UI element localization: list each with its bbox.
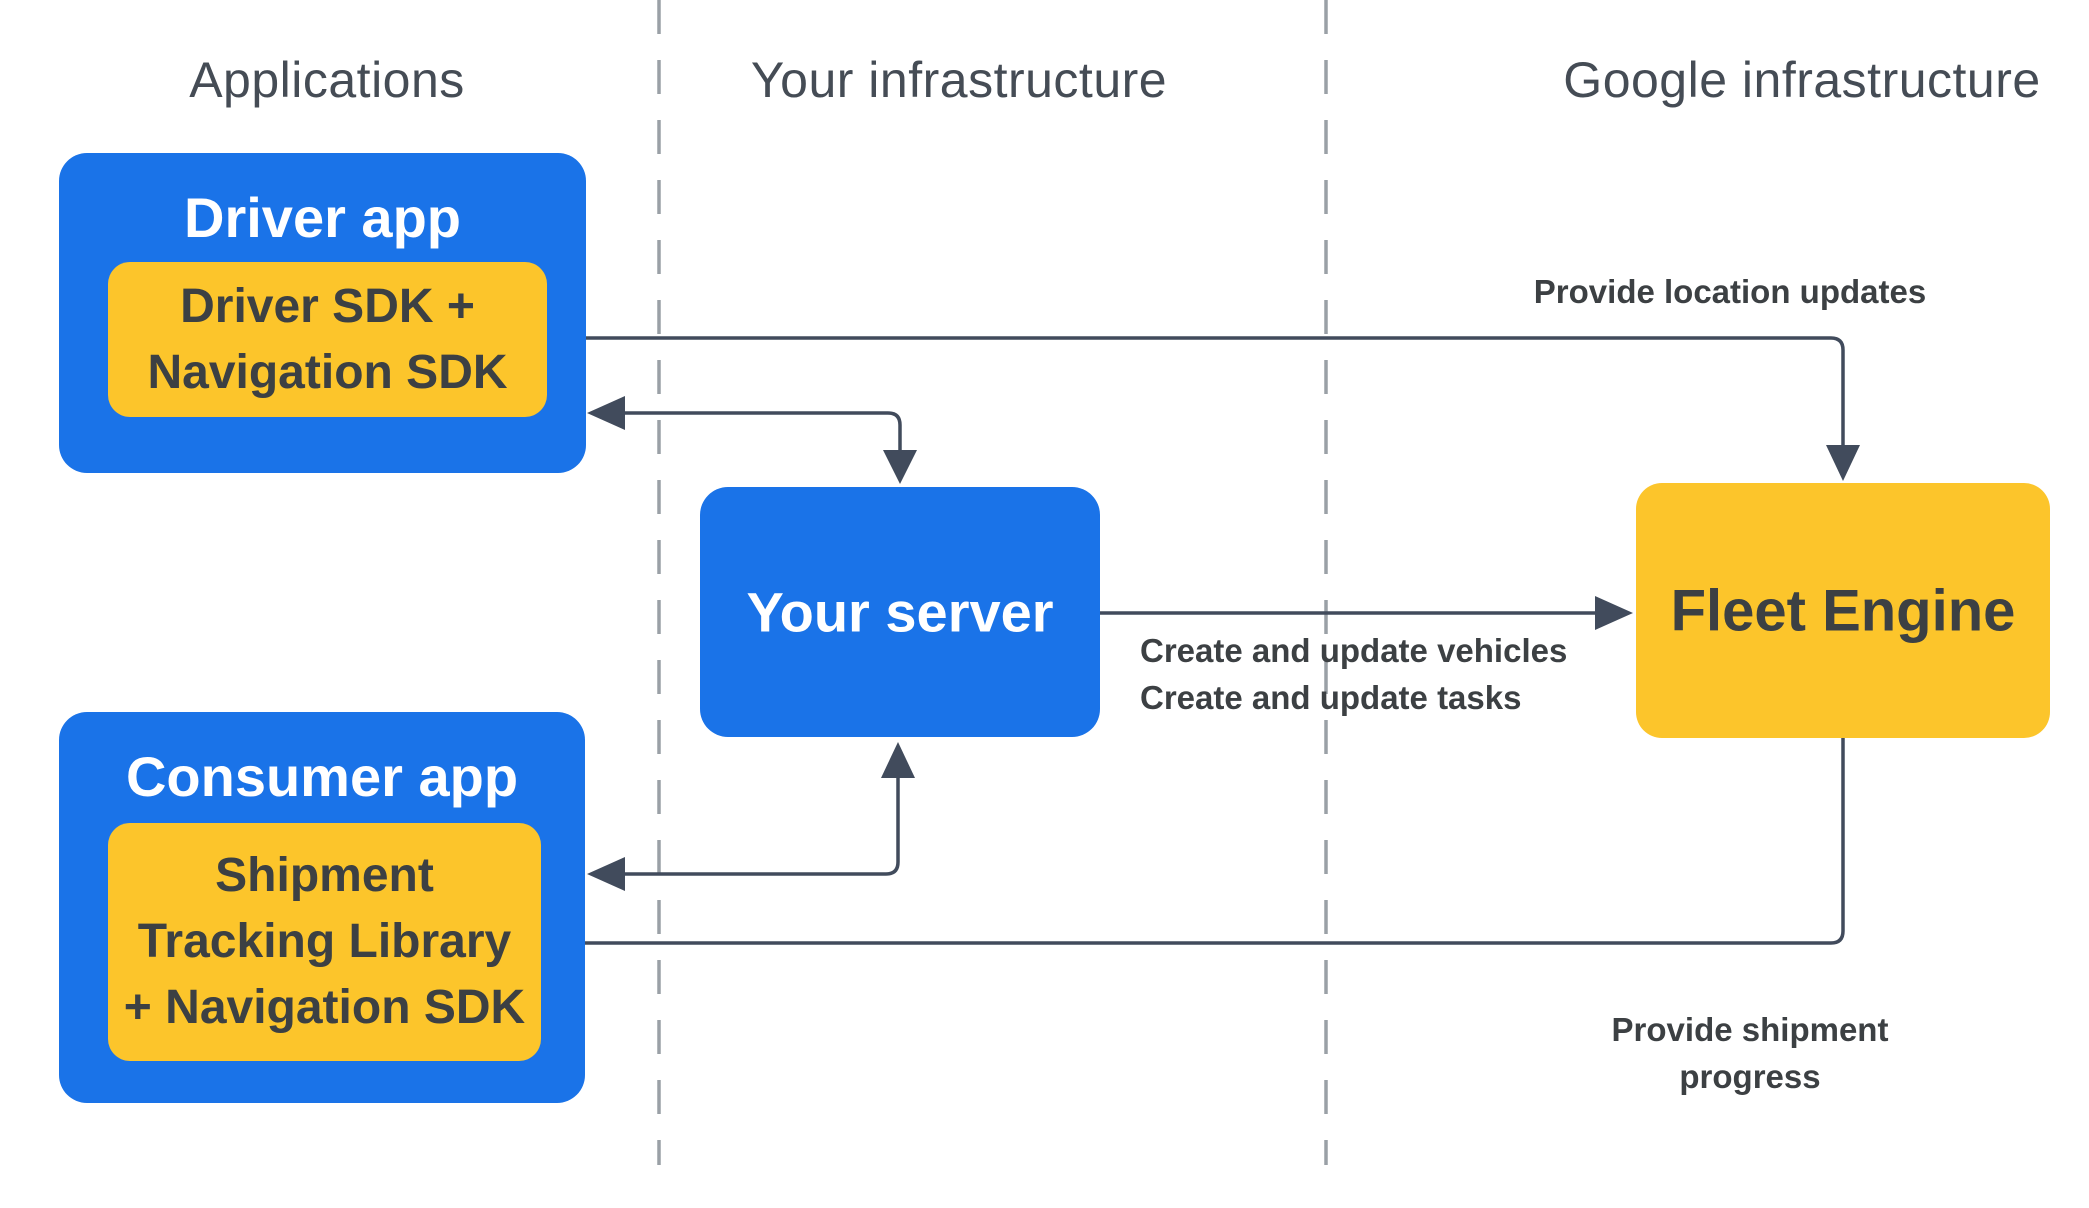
label-create-update-vehicles: Create and update vehicles: [1140, 632, 1568, 669]
edge-server-consumer-app: [625, 778, 900, 876]
arrowhead-into-your-server-top: [883, 450, 917, 484]
edge-driver-app-your-server: [625, 411, 902, 450]
label-create-update: Create and update vehicles Create and up…: [1140, 627, 1567, 721]
edge-location-updates: [586, 336, 1845, 445]
consumer-app-box: Consumer app Shipment Tracking Library +…: [59, 712, 585, 1103]
column-header-your-infrastructure: Your infrastructure: [750, 52, 1168, 108]
shipment-tracking-library-label: Shipment Tracking Library + Navigation S…: [108, 843, 541, 1041]
driver-sdk-line-2: Navigation SDK: [147, 345, 508, 399]
arrowhead-into-driver-app: [587, 396, 625, 430]
fleet-engine-box: Fleet Engine: [1636, 483, 2050, 738]
your-server-title: Your server: [746, 580, 1054, 644]
column-header-applications: Applications: [189, 52, 465, 108]
driver-app-box: Driver app Driver SDK + Navigation SDK: [59, 153, 586, 473]
arrowhead-into-fleet-engine-top: [1826, 445, 1860, 481]
label-create-update-tasks: Create and update tasks: [1140, 679, 1522, 716]
shipment-library-line-1: Shipment: [215, 849, 434, 902]
driver-sdk-line-1: Driver SDK +: [180, 279, 475, 333]
driver-sdk-label: Driver SDK + Navigation SDK: [108, 274, 547, 406]
shipment-tracking-library-box: Shipment Tracking Library + Navigation S…: [108, 823, 541, 1061]
fleet-engine-title: Fleet Engine: [1670, 578, 2016, 643]
arrowhead-into-fleet-engine-left: [1595, 596, 1633, 630]
shipment-library-line-2: Tracking Library: [137, 915, 512, 968]
label-provide-shipment-progress: Provide shipment progress: [1611, 1011, 1889, 1095]
column-header-google-infrastructure: Google infrastructure: [1563, 52, 2041, 108]
consumer-app-title: Consumer app: [125, 745, 519, 808]
label-provide-location-updates: Provide location updates: [1533, 273, 1927, 310]
arrowhead-into-consumer-app: [587, 857, 625, 891]
your-server-box: Your server: [700, 487, 1100, 737]
edge-shipment-progress: [580, 738, 1845, 945]
driver-app-title: Driver app: [184, 186, 461, 249]
shipment-library-line-3: + Navigation SDK: [123, 981, 526, 1034]
arrowhead-into-your-server-bottom: [881, 742, 915, 778]
driver-sdk-box: Driver SDK + Navigation SDK: [108, 262, 547, 417]
